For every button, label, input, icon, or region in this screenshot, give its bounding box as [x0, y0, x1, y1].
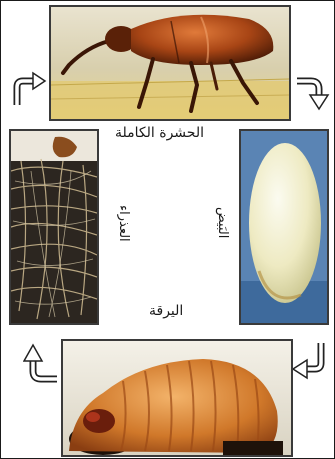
larva-photo [61, 339, 293, 457]
pupa-nest-image [11, 131, 97, 323]
adult-stage-label: الحشرة الكاملة [115, 125, 204, 141]
adult-weevil-photo [49, 5, 291, 121]
egg-photo [239, 129, 329, 325]
larva-image [63, 341, 291, 455]
egg-image [241, 131, 327, 323]
adult-weevil-image [51, 7, 289, 119]
curved-arrow-down-icon [293, 73, 331, 117]
pupa-stage-label: العذراء [116, 205, 131, 242]
larva-stage-label: اليرقة [149, 303, 183, 319]
pupa-photo [9, 129, 99, 325]
curved-arrow-left-icon [291, 339, 331, 385]
curved-arrow-right-icon [11, 71, 49, 113]
curved-arrow-up-icon [23, 341, 63, 391]
egg-stage-label: البَيض [215, 207, 230, 238]
